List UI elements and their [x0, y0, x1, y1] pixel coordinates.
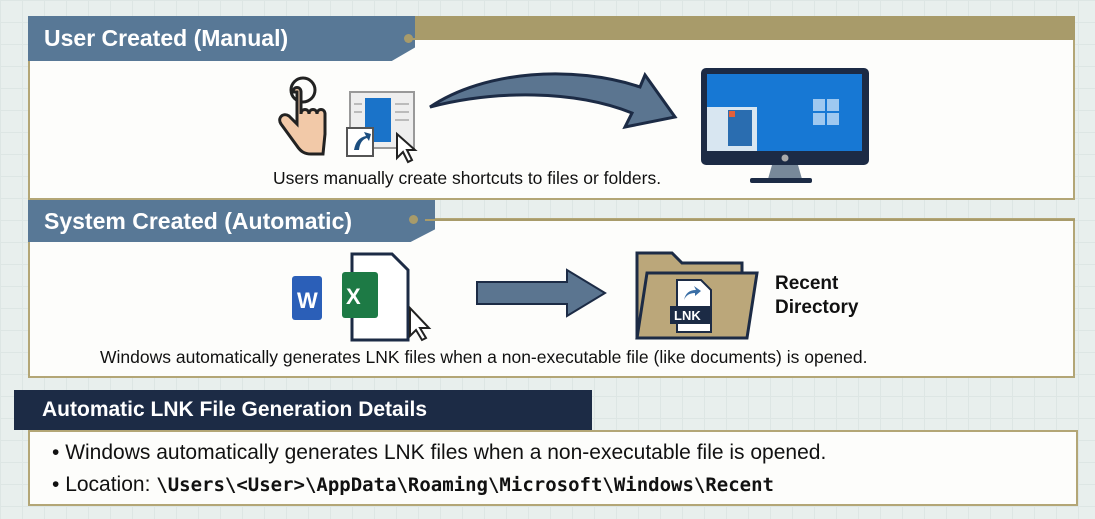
details-header: Automatic LNK File Generation Details: [14, 390, 592, 430]
details-panel: [28, 430, 1078, 506]
folder-label-line1: Recent: [775, 273, 839, 294]
bullet-text: Windows automatically generates LNK file…: [65, 441, 827, 464]
connector-dot: [404, 34, 413, 43]
system-created-header: System Created (Automatic): [28, 200, 435, 242]
recent-folder-icon: LNK: [635, 251, 759, 340]
office-documents-icon: W X: [292, 252, 432, 342]
location-label: Location:: [65, 473, 151, 496]
word-letter: W: [297, 288, 318, 313]
user-created-caption: Users manually create shortcuts to files…: [273, 168, 662, 188]
gold-header-bar: [410, 16, 1075, 40]
lnk-badge: LNK: [674, 308, 701, 323]
system-created-caption: Windows automatically generates LNK file…: [100, 347, 868, 367]
details-bullet: • Windows automatically generates LNK fi…: [52, 441, 827, 464]
user-created-header: User Created (Manual): [28, 16, 415, 61]
connector-line: [425, 219, 1075, 221]
connector-line: [410, 38, 440, 40]
section-title: User Created (Manual): [44, 25, 289, 51]
connector-dot: [409, 215, 418, 224]
recent-directory-label: Recent Directory: [775, 272, 858, 320]
windows-desktop-monitor-icon: [701, 68, 869, 183]
section-title: System Created (Automatic): [44, 207, 353, 234]
straight-arrow-icon: [476, 268, 607, 318]
shortcut-window-icon: [346, 91, 418, 164]
excel-letter: X: [346, 284, 361, 309]
folder-label-line2: Directory: [775, 297, 859, 318]
hand-pointer-icon: [278, 76, 327, 156]
details-title: Automatic LNK File Generation Details: [42, 398, 428, 421]
curved-arrow-icon: [429, 71, 678, 130]
details-bullet-location: • Location: \Users\<User>\AppData\Roamin…: [52, 473, 774, 496]
location-path: \Users\<User>\AppData\Roaming\Microsoft\…: [156, 474, 774, 496]
